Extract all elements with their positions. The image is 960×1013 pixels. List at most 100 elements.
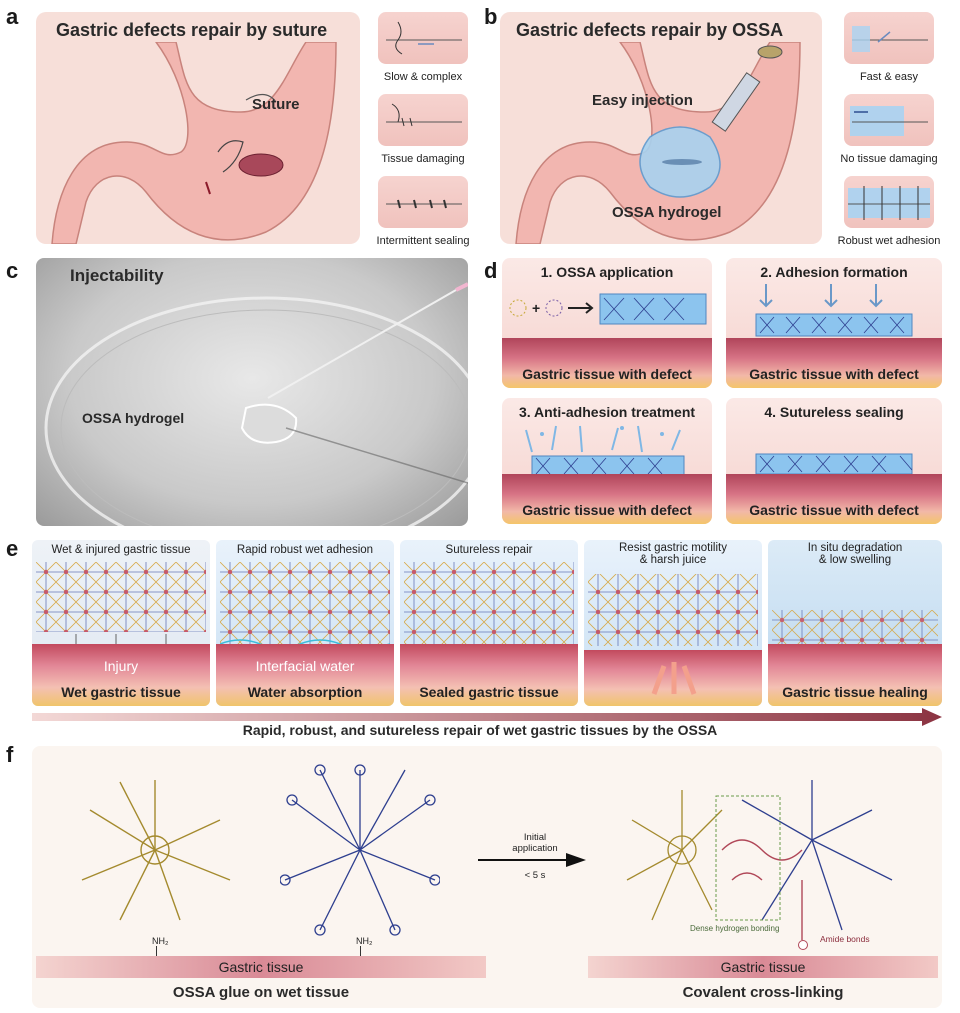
- a-tile-damage-drawing: [386, 103, 462, 127]
- f-tissue-bar-right: Gastric tissue: [588, 956, 938, 978]
- f-nh2-left: NH₂: [152, 936, 169, 946]
- e-stage-3-top: Sutureless repair: [445, 544, 533, 556]
- e-progress-arrow: [32, 708, 942, 726]
- f-arrow-top: Initial application: [512, 832, 558, 854]
- petri-dish-drawing: [44, 282, 468, 526]
- f-caption-left: OSSA glue on wet tissue: [172, 984, 350, 1001]
- d-step-3-title: 3. Anti-adhesion treatment: [518, 404, 696, 420]
- panel-f-label: f: [6, 742, 14, 767]
- b-caption-nodamage: No tissue damaging: [840, 153, 938, 165]
- stomach-hydrogel-illustration: [515, 42, 801, 244]
- e-stage-1-network: [36, 562, 206, 646]
- d-step-4-tissue-label: Gastric tissue with defect: [749, 502, 919, 518]
- e-stage-5: In situ degradation & low swelling Gastr…: [768, 540, 942, 706]
- a-caption-seal: Intermittent sealing: [376, 235, 470, 247]
- d-step-3-tissue: [502, 474, 712, 524]
- e-stage-3-tissue: [400, 644, 578, 706]
- e-stage-3: Sutureless repair Sealed gastric tissue: [400, 540, 578, 706]
- d-step-3: 3. Anti-adhesion treatment Gastric tissu…: [502, 398, 712, 524]
- e-stage-4-pressure-arrows: [651, 662, 697, 695]
- e-stage-2-bottom: Water absorption: [247, 684, 363, 700]
- d-step-1: 1. OSSA application + Gastric tissue wit…: [502, 258, 712, 388]
- e-stage-2: Rapid robust wet adhesion Interfacial wa…: [216, 540, 394, 706]
- panel-b-background: Gastric defects repair by OSSA Easy inje…: [500, 12, 822, 244]
- panel-c-label: c: [6, 258, 19, 283]
- d-step-4-title: 4. Sutureless sealing: [764, 404, 904, 420]
- svg-text:+: +: [532, 300, 540, 316]
- e-stage-5-tissue: [768, 644, 942, 706]
- d-step-1-tissue-label: Gastric tissue with defect: [522, 366, 692, 382]
- d-step-2-title: 2. Adhesion formation: [760, 264, 908, 280]
- e-arrow-caption: Rapid, robust, and sutureless repair of …: [242, 722, 718, 738]
- e-stage-2-network: [220, 562, 390, 646]
- c-hydrogel-label: OSSA hydrogel: [82, 410, 185, 426]
- f-nh2-right: NH₂: [356, 936, 373, 946]
- b-tile-nodamage: [844, 94, 934, 146]
- blue-star-polymer: [280, 764, 440, 936]
- panel-a-title: Gastric defects repair by suture: [56, 20, 328, 40]
- e-stage-1-top: Wet & injured gastric tissue: [51, 544, 191, 556]
- panel-b-title: Gastric defects repair by OSSA: [516, 20, 784, 40]
- petri-dish-photo: Injectability OSSA hydrogel: [36, 258, 468, 526]
- d-step-1-tissue: [502, 338, 712, 388]
- e-stage-1-mid: Injury: [103, 658, 139, 674]
- a-tile-slow: [378, 12, 468, 64]
- b-hydrogel-label: OSSA hydrogel: [612, 204, 722, 221]
- crosslinked-network: [626, 780, 893, 940]
- e-stage-5-network: [772, 610, 938, 646]
- a-tile-damage: [378, 94, 468, 146]
- d-step-3-tissue-label: Gastric tissue with defect: [522, 502, 692, 518]
- e-stage-2-tissue: [216, 644, 394, 706]
- d-step-2-tissue-label: Gastric tissue with defect: [749, 366, 919, 382]
- d-step-4-tissue: [726, 474, 942, 524]
- f-nh2-right-line: [360, 946, 361, 956]
- b-tile-adhesion: [844, 176, 934, 228]
- e-stage-1-tissue: [32, 644, 210, 706]
- panel-e-label: e: [6, 536, 19, 561]
- panel-a-label: a: [6, 4, 19, 29]
- a-tile-seal-drawing: [386, 199, 462, 209]
- f-tissue-bar-right-label: Gastric tissue: [720, 959, 806, 975]
- e-stage-4: Resist gastric motility & harsh juice: [584, 540, 762, 706]
- e-stage-3-network: [404, 562, 574, 646]
- a-tile-slow-drawing: [386, 21, 462, 55]
- suture-label: Suture: [252, 96, 300, 113]
- d-step-2: 2. Adhesion formation Gastric tissue wit…: [726, 258, 942, 388]
- b-caption-adhesion: Robust wet adhesion: [837, 235, 941, 247]
- d-step-1-drawing: +: [509, 293, 707, 325]
- f-caption-right: Covalent cross-linking: [682, 984, 844, 1001]
- e-stage-5-top: In situ degradation & low swelling: [807, 542, 903, 566]
- f-nh2-left-line: [156, 946, 157, 956]
- panel-d-label: d: [484, 258, 498, 283]
- d-step-2-drawing: [755, 284, 913, 337]
- stomach-illustration: [51, 42, 337, 244]
- b-tile-nodamage-drawing: [850, 106, 928, 136]
- b-tile-fast: [844, 12, 934, 64]
- e-stage-2-top: Rapid robust wet adhesion: [236, 544, 374, 556]
- panel-b-label: b: [484, 4, 498, 29]
- d-step-4: 4. Sutureless sealing Gastric tissue wit…: [726, 398, 942, 524]
- b-caption-fast: Fast & easy: [859, 71, 919, 83]
- f-hbond-label: Dense hydrogen bonding: [690, 924, 780, 933]
- b-tile-adhesion-drawing: [848, 186, 930, 220]
- e-stage-1-bottom: Wet gastric tissue: [61, 684, 181, 700]
- f-amide-label: Amide bonds: [820, 934, 870, 944]
- e-stage-2-mid: Interfacial water: [255, 658, 355, 674]
- e-stage-5-bottom: Gastric tissue healing: [782, 684, 928, 700]
- b-tile-fast-drawing: [852, 26, 928, 52]
- d-step-2-tissue: [726, 338, 942, 388]
- a-tile-seal: [378, 176, 468, 228]
- gold-star-polymer: [81, 780, 231, 921]
- f-tissue-bar-left-label: Gastric tissue: [218, 959, 304, 975]
- panel-a-background: Gastric defects repair by suture Suture: [36, 12, 360, 244]
- f-anchor-circle: [798, 940, 808, 950]
- panel-e-strip: Wet & injured gastric tissue Injury Wet …: [32, 540, 942, 706]
- c-title: Injectability: [70, 266, 164, 285]
- d-step-3-drawing: [525, 425, 685, 477]
- f-tissue-bar-left: Gastric tissue: [36, 956, 486, 978]
- e-stage-4-network: [588, 574, 758, 646]
- e-stage-3-bottom: Sealed gastric tissue: [419, 684, 559, 700]
- a-caption-damage: Tissue damaging: [381, 153, 465, 165]
- d-step-1-title: 1. OSSA application: [540, 264, 674, 280]
- f-arrow-bottom: < 5 s: [524, 870, 546, 881]
